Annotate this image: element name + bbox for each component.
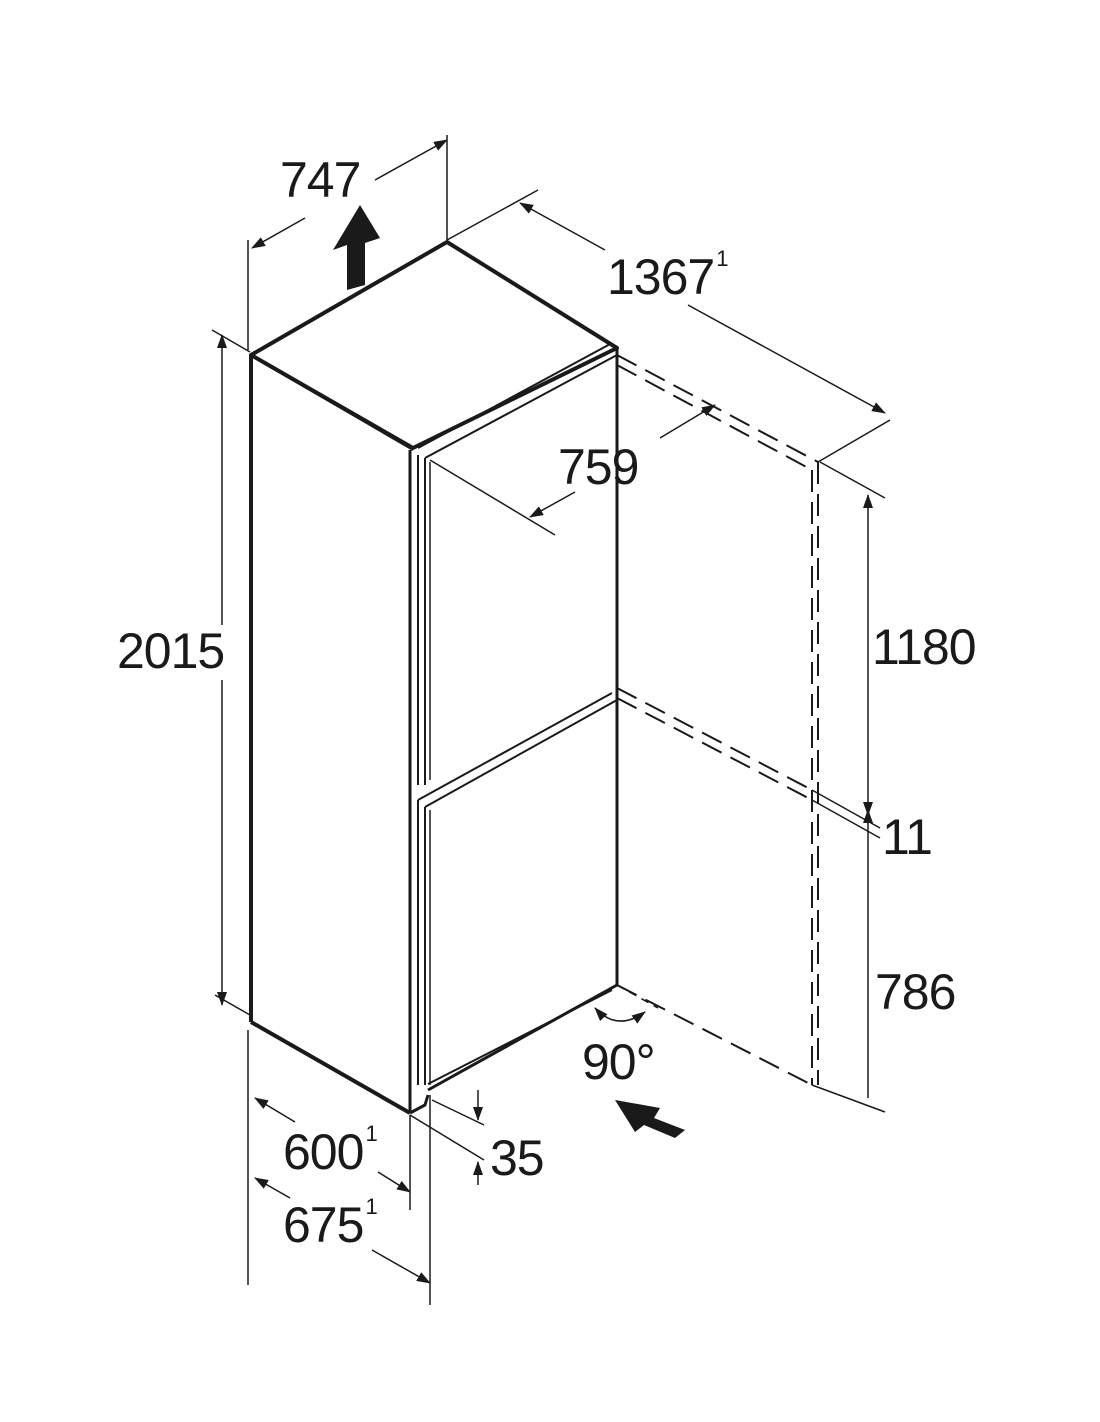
dim-600-label: 6001 [283,1121,378,1180]
dim-675-label: 6751 [283,1194,378,1253]
dim-11-label: 11 [882,809,933,865]
door-swing-dashed-outline [616,354,819,1086]
dimension-lines [211,135,891,1305]
dim-759-label: 759 [558,439,639,495]
fridge-body [249,240,619,1115]
bottom-air-intake-arrow-icon [615,1100,685,1138]
dim-2015-label: 2015 [117,623,225,679]
dim-1180-label: 1180 [872,619,977,675]
dim-747-label: 747 [280,152,361,208]
dim-786-label: 786 [875,964,956,1020]
dim-1367-label: 13671 [607,246,729,305]
top-ventilation-arrow-icon [333,205,380,290]
opening-angle-label: 90° [582,1034,656,1090]
dim-35-label: 35 [490,1130,545,1186]
